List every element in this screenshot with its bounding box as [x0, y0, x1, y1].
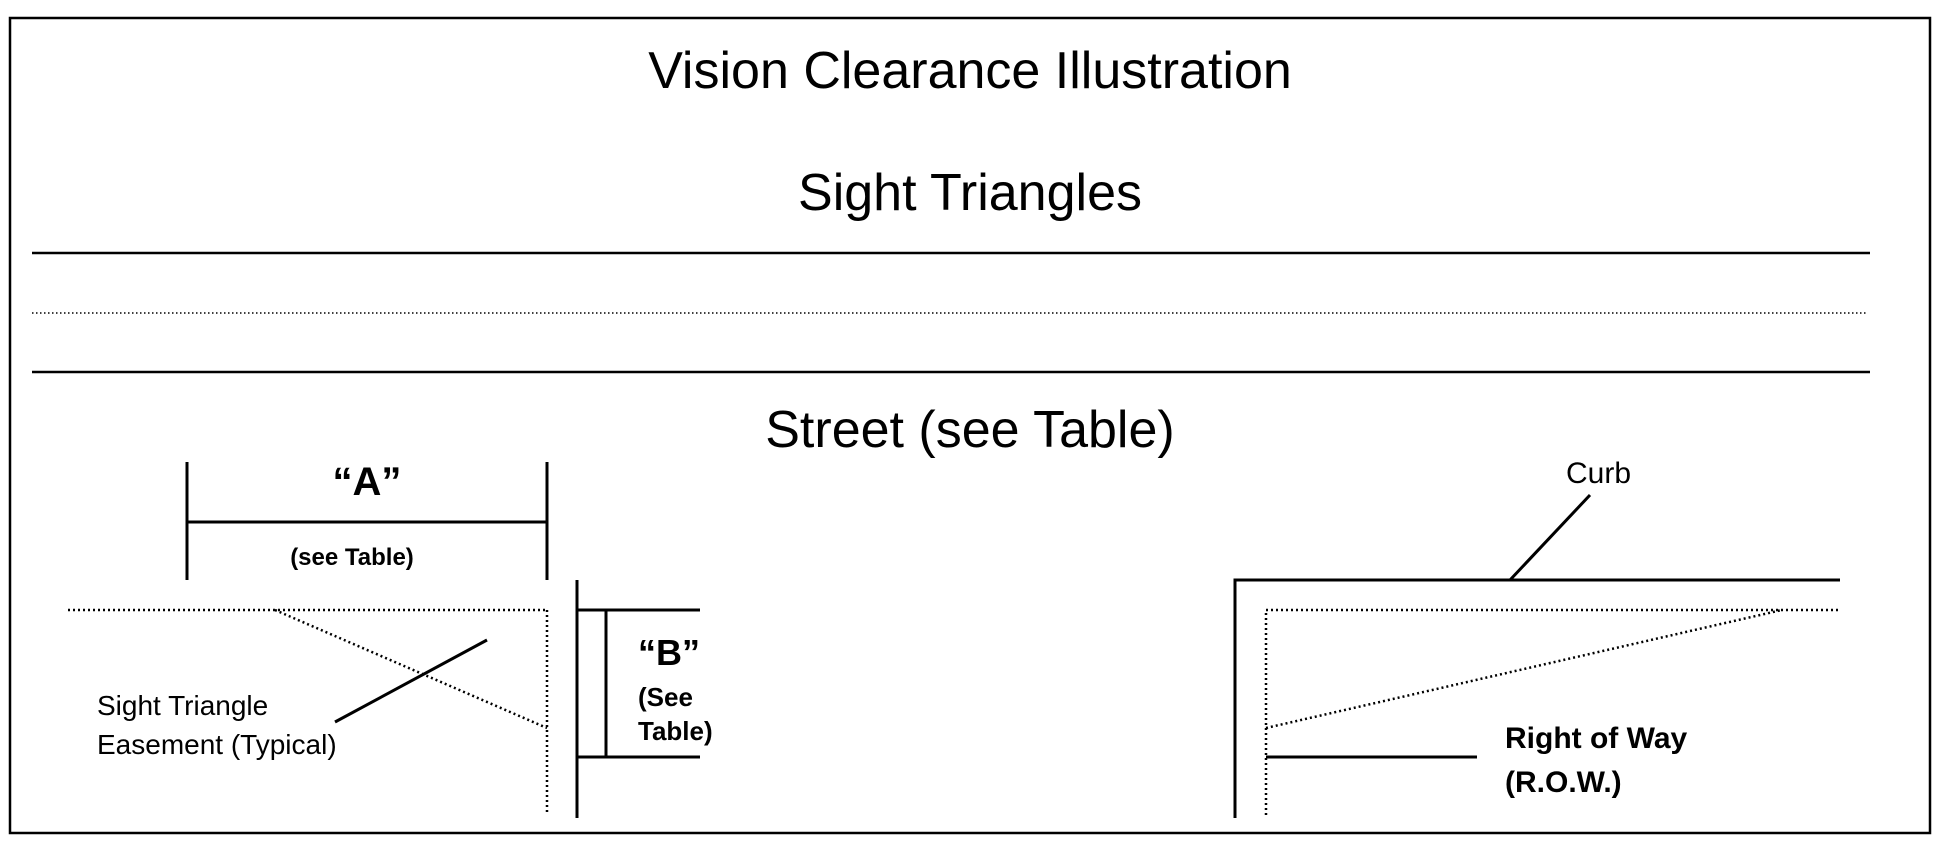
curb-label: Curb: [1566, 457, 1631, 490]
sight-triangle-leader: [334, 638, 488, 724]
diagram-subtitle: Sight Triangles: [798, 164, 1142, 222]
sight-triangle-hypotenuse-right: [1265, 608, 1783, 730]
dimension-b-label: “B”: [638, 632, 700, 673]
sight-triangle-label-line2: Easement (Typical): [97, 729, 337, 760]
right-corner-curb: [1233, 578, 1840, 818]
diagram-frame: [8, 16, 1932, 835]
dimension-b-note-line2: Table): [638, 716, 713, 746]
right-corner-row: [1264, 608, 1840, 815]
dimension-a-note: (see Table): [290, 544, 414, 571]
dimension-b-note-line1: (See: [638, 682, 693, 712]
diagram-title: Vision Clearance Illustration: [648, 42, 1292, 100]
row-label-line1: Right of Way: [1505, 722, 1688, 755]
sight-triangle-hypotenuse-left: [274, 608, 548, 730]
sight-triangle-label-line1: Sight Triangle: [97, 690, 268, 721]
dimension-a-label: “A”: [333, 460, 402, 504]
curb-leader: [1508, 493, 1592, 582]
street-label: Street (see Table): [765, 401, 1174, 459]
row-label-line2: (R.O.W.): [1505, 766, 1622, 799]
